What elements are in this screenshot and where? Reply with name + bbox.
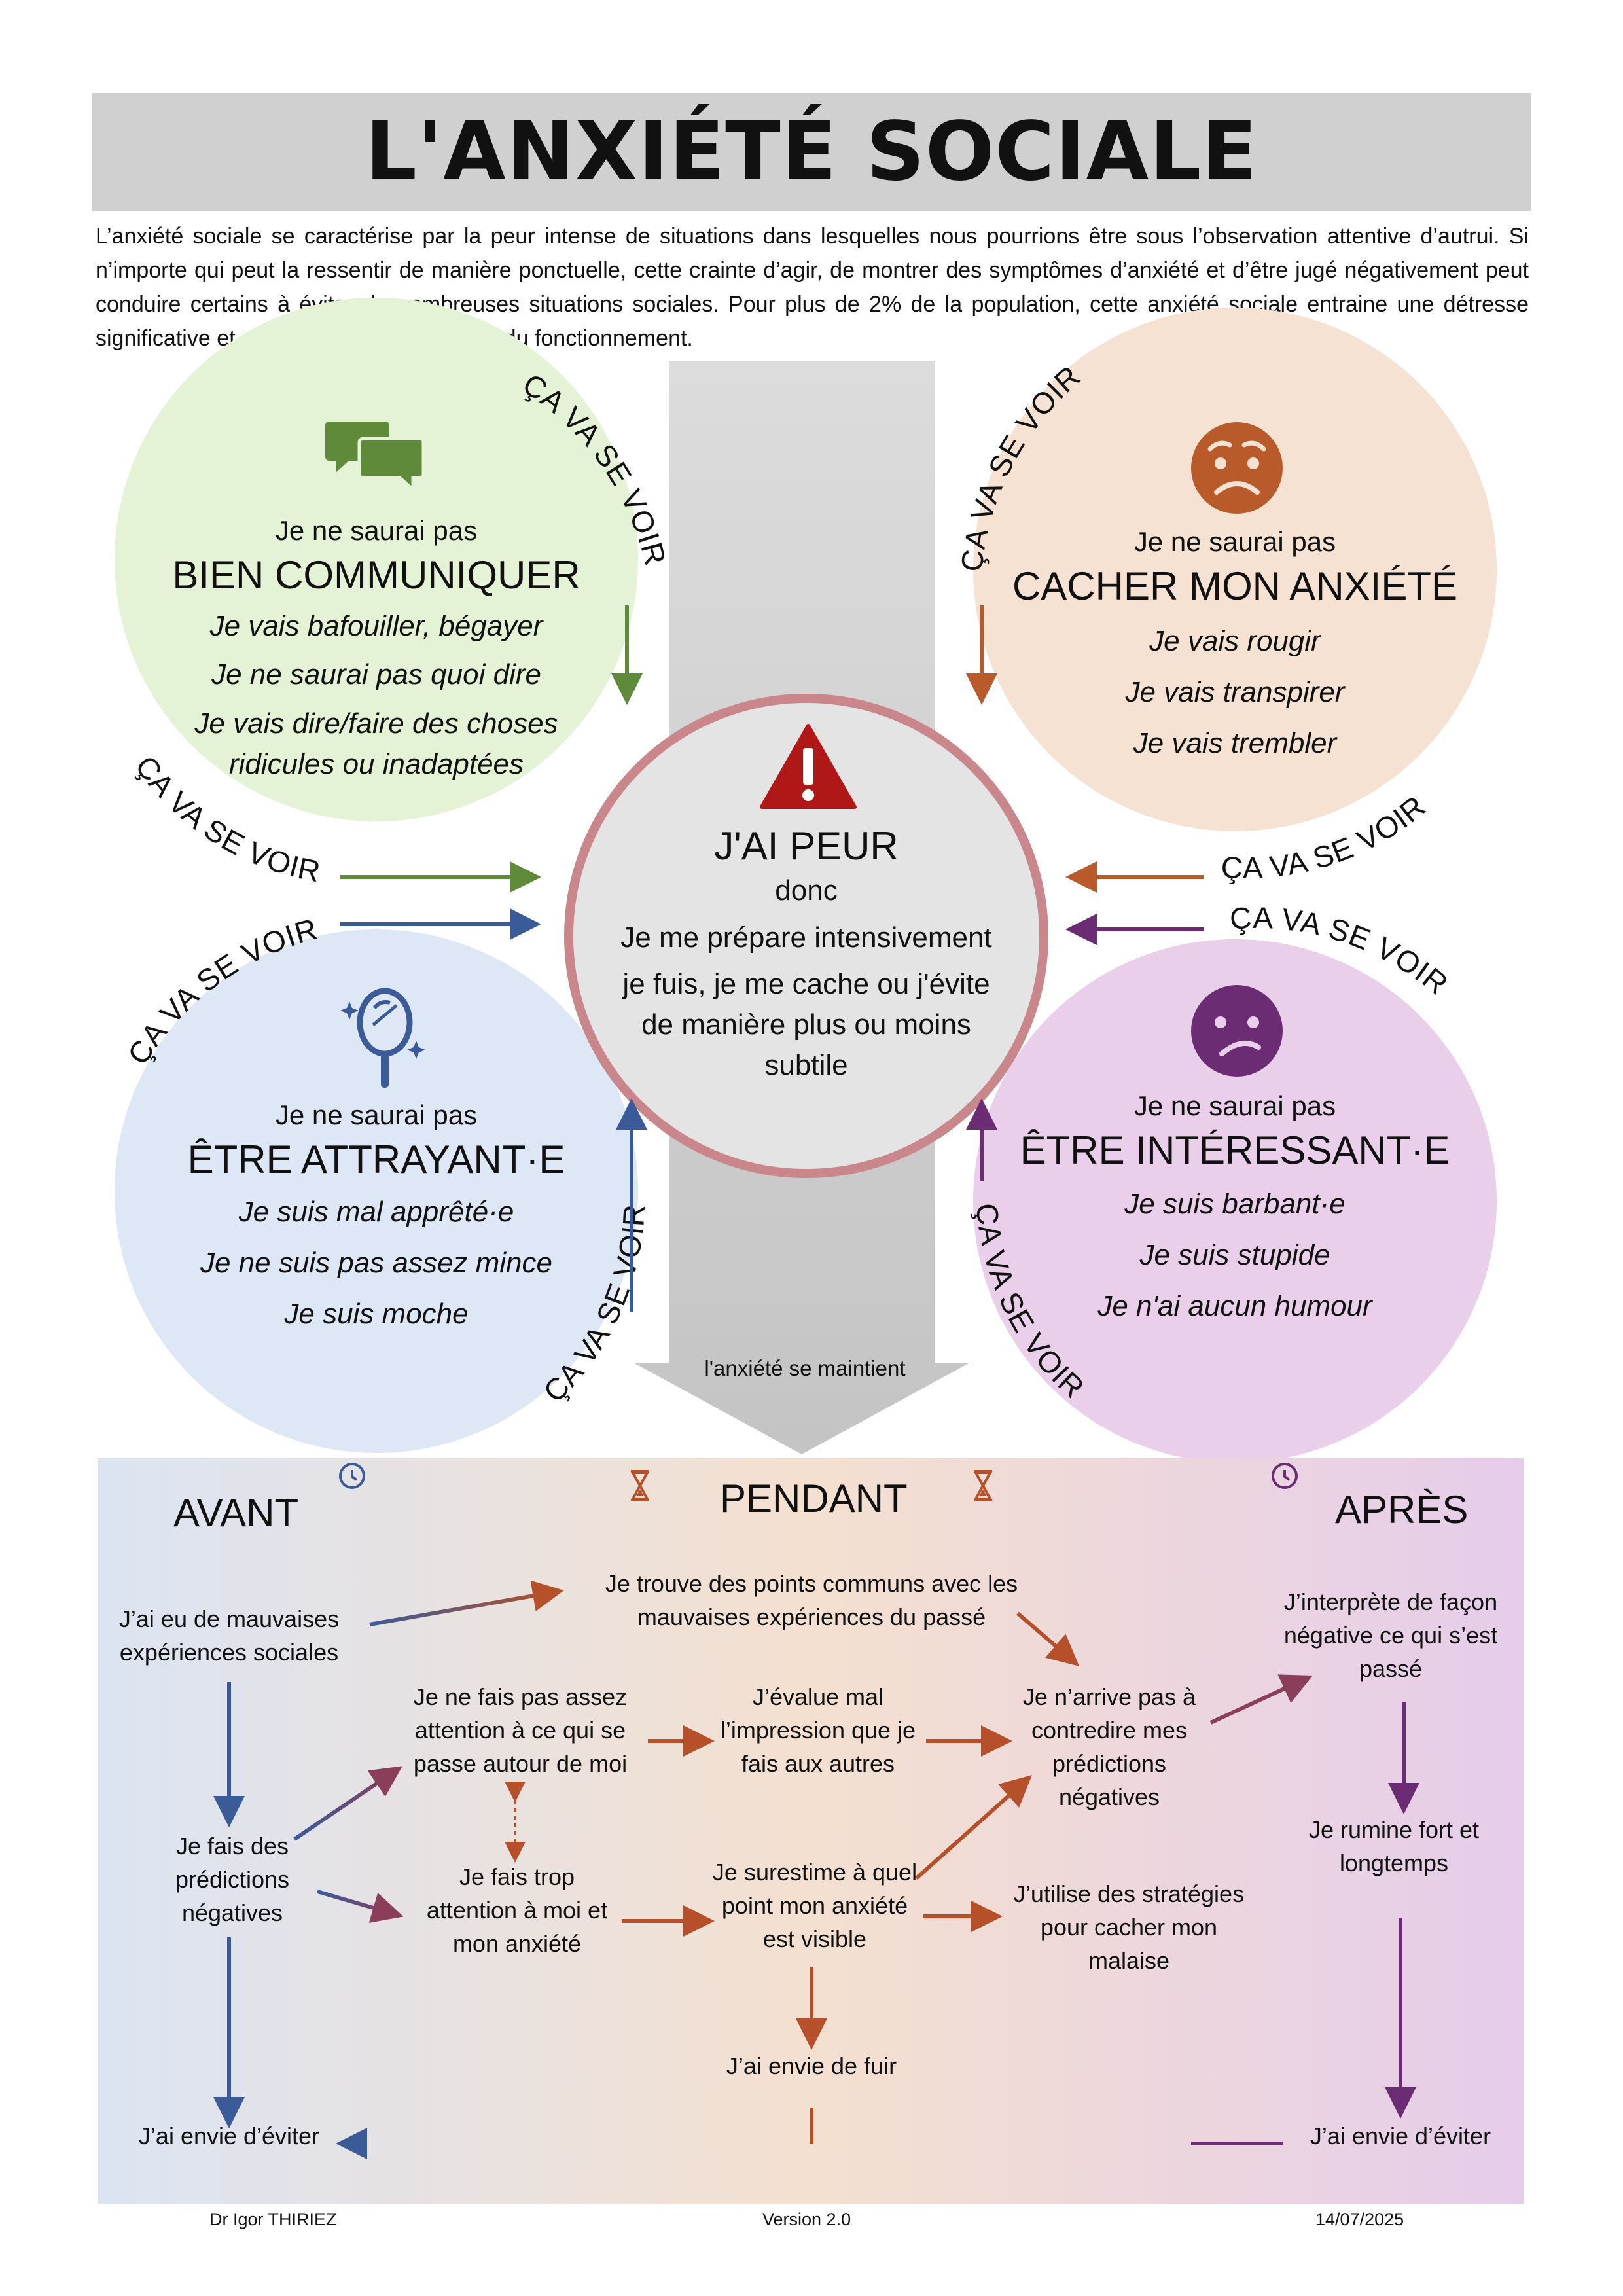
history-icon [339, 1463, 365, 1489]
phase-after: APRÈS [1335, 1488, 1469, 1532]
ca-va-se-voir-label: ÇA VA SE VOIR [954, 359, 1087, 573]
bubble-lead: Je ne saurai pas [1133, 1090, 1336, 1121]
node-interpret-negatively: J’interprète de façon négative ce qui s’… [1283, 1588, 1498, 1682]
bubble-lead: Je ne saurai pas [275, 1100, 478, 1130]
ca-va-se-voir-label: ÇA VA SE VOIR [129, 749, 324, 889]
ca-va-se-voir-label: ÇA VA SE VOIR [537, 1203, 651, 1408]
maintains-label: l'anxiété se maintient [704, 1356, 906, 1380]
phase-icons-and-arrows [141, 1463, 1479, 2159]
bubble-item: Je ne saurai pas quoi dire [211, 658, 541, 691]
node-hide-strategies: J’utilise des stratégies pour cacher mon… [1013, 1880, 1245, 1974]
bubble-communicate-bg [115, 298, 638, 821]
bubble-anxiety: Je ne saurai pas CACHER MON ANXIÉTÉ Je v… [999, 524, 1471, 763]
center-heading: J'AI PEUR [714, 824, 899, 868]
ca-va-se-voir-label: ÇA VA SE VOIR [517, 367, 673, 569]
ca-va-se-voir-layer: ÇA VA SE VOIR ÇA VA SE VOIR ÇA VA SE VOI… [120, 359, 1455, 1408]
confused-face-icon [1191, 985, 1283, 1077]
ca-va-se-voir-label: ÇA VA SE VOIR [970, 1202, 1092, 1405]
ca-va-se-voir-label: ÇA VA SE VOIR [1220, 789, 1432, 885]
phases-panel [98, 1458, 1524, 2204]
node-avoid-after: J’ai envie d’éviter [1310, 2123, 1491, 2149]
bubble-item: Je vais trembler [1133, 727, 1337, 759]
bubble-heading: ÊTRE INTÉRESSANT·E [1020, 1128, 1450, 1172]
flow-arrow [369, 1580, 564, 1626]
node-avoid-before: J’ai envie d’éviter [138, 2123, 320, 2149]
bubble-interesting: Je ne saurai pas ÊTRE INTÉRESSANT·E Je s… [999, 1088, 1471, 1326]
warning-icon [760, 724, 857, 809]
node-misjudge-impression: J’évalue mal l’impression que je fais au… [720, 1683, 916, 1777]
node-past-experiences: J’ai eu de mauvaises expériences sociale… [118, 1605, 340, 1666]
bubble-item: Je suis mal apprêté·e [238, 1196, 514, 1228]
bubble-heading: ÊTRE ATTRAYANT·E [187, 1138, 565, 1181]
bubble-item: Je vais transpirer [1125, 676, 1345, 708]
worried-face-icon [1191, 422, 1283, 514]
title-banner: L'ANXIÉTÉ SOCIALE [92, 93, 1531, 211]
page-title: L'ANXIÉTÉ SOCIALE [365, 105, 1258, 199]
hourglass-icon [630, 1470, 650, 1501]
center-text: J'AI PEUR donc Je me prépare intensiveme… [597, 821, 1016, 1086]
center-circle [564, 694, 1048, 1178]
mirror-icon [340, 988, 425, 1088]
flow-arrow [1016, 1611, 1080, 1666]
bubble-item: Je ne suis pas assez mince [200, 1247, 553, 1279]
clock-icon [1272, 1463, 1298, 1489]
flow-arrow [915, 1775, 1032, 1880]
node-negative-predictions: Je fais des prédictions négatives [175, 1833, 290, 1926]
flow-arrow [1209, 1674, 1313, 1725]
center-line-2: je fuis, je me cache ou j'évite de maniè… [622, 968, 990, 1081]
center-line-1: Je me prépare intensivement [620, 922, 992, 954]
bubble-lead: Je ne saurai pas [275, 515, 478, 546]
node-too-much-attention: Je fais trop attention à moi et mon anxi… [426, 1863, 608, 1957]
bubble-item: Je n'ai aucun humour [1097, 1290, 1372, 1322]
bubble-item: Je vais rougir [1149, 625, 1321, 657]
ca-va-se-voir-label: ÇA VA SE VOIR [120, 912, 321, 1071]
phase-during: PENDANT [720, 1477, 908, 1520]
bubble-attractive: Je ne saurai pas ÊTRE ATTRAYANT·E Je sui… [141, 1097, 612, 1334]
bubble-item: Je vais bafouiller, bégayer [209, 610, 543, 642]
bubble-lead: Je ne saurai pas [1133, 526, 1336, 557]
ca-va-se-voir-label: ÇA VA SE VOIR [1229, 901, 1455, 1001]
bubble-item: Je vais dire/faire des choses ridicules … [194, 708, 558, 780]
speech-bubbles-icon [325, 422, 425, 491]
flow-arrow [317, 1890, 404, 1923]
node-common-points: Je trouve des points communs avec les ma… [605, 1570, 1018, 1630]
bubble-interesting-bg [973, 939, 1497, 1463]
flow-arrow [293, 1766, 402, 1841]
node-want-to-flee: J’ai envie de fuir [726, 2053, 897, 2079]
bubble-heading: BIEN COMMUNIQUER [172, 553, 580, 597]
bubble-anxiety-bg [973, 308, 1497, 831]
center-donc: donc [775, 874, 838, 906]
bubble-item: Je suis moche [284, 1298, 469, 1330]
footer-date: 14/07/2025 [1315, 2210, 1404, 2229]
node-overestimate-visibility: Je surestime à quel point mon anxiété es… [712, 1859, 918, 1952]
hourglass-icon [973, 1470, 993, 1501]
node-not-enough-attention: Je ne fais pas assez attention à ce qui … [413, 1683, 628, 1777]
bubble-heading: CACHER MON ANXIÉTÉ [1012, 564, 1458, 608]
node-ruminate: Je rumine fort et longtemps [1308, 1816, 1480, 1876]
bubble-item: Je suis barbant·e [1124, 1188, 1346, 1220]
phase-before: AVANT [173, 1491, 299, 1535]
footer-author: Dr Igor THIRIEZ [209, 2210, 337, 2229]
node-cannot-contradict: Je n’arrive pas à contredire mes prédict… [1022, 1683, 1196, 1810]
footer-version: Version 2.0 [762, 2210, 851, 2229]
bubble-communicate: Je ne saurai pas BIEN COMMUNIQUER Je vai… [141, 512, 612, 785]
bubble-item: Je suis stupide [1139, 1239, 1330, 1271]
bubble-attractive-bg [115, 929, 638, 1453]
